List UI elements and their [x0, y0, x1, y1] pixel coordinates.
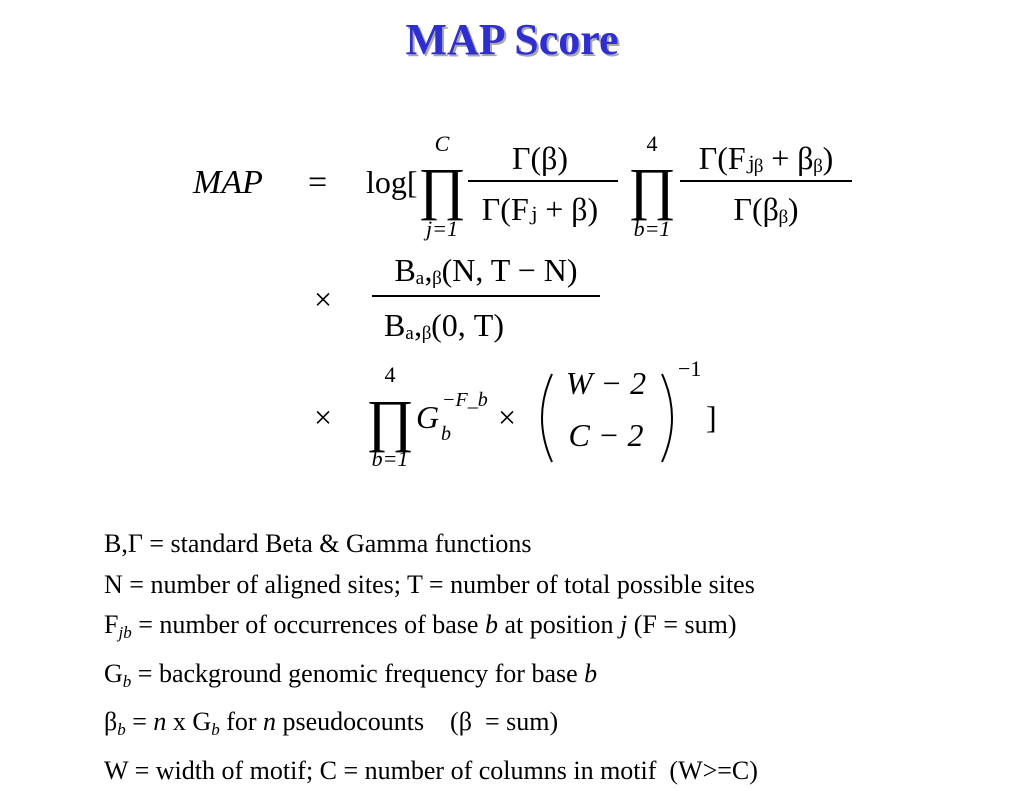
prod3-upper: 4: [385, 362, 396, 387]
slide: MAP Score MAP = log[ C ∏ j=1 Γ(β) Γ(Fⱼ +…: [0, 0, 1024, 768]
binom-bottom: C − 2: [569, 417, 644, 453]
definition-n-t: N = number of aligned sites; T = number …: [104, 565, 1004, 606]
eq-times-1: ×: [314, 281, 332, 317]
frac1-den: Γ(Fⱼ + β): [482, 191, 598, 227]
prod1-lower: j=1: [423, 216, 458, 241]
frac3-num: Bₐ,ᵦ(N, T − N): [394, 252, 577, 288]
g-symbol: G: [416, 399, 439, 435]
frac2-den: Γ(βᵦ): [733, 191, 798, 227]
binom-right-paren: [662, 374, 672, 462]
g-superscript: −F_b: [442, 389, 488, 411]
eq-times-2: ×: [314, 399, 332, 435]
definition-beta-b: βb = n x Gb for n pseudocounts (β = sum): [104, 702, 1004, 751]
eq-close-bracket: ]: [706, 399, 717, 435]
frac1-num: Γ(β): [512, 140, 568, 176]
definition-gb: Gb = background genomic frequency for ba…: [104, 654, 1004, 703]
prod3-symbol: ∏: [366, 388, 414, 453]
prod2-lower: b=1: [634, 216, 671, 241]
binom-exponent: −1: [678, 356, 701, 381]
binom-left-paren: [542, 374, 552, 462]
eq-lhs: MAP: [192, 164, 263, 201]
definition-fjb: Fjb = number of occurrences of base b at…: [104, 605, 1004, 654]
binom-top: W − 2: [566, 365, 646, 401]
prod1-symbol: ∏: [418, 156, 466, 221]
eq-times-3: ×: [498, 399, 516, 435]
frac3-den: Bₐ,ᵦ(0, T): [384, 307, 504, 343]
prod3-lower: b=1: [372, 446, 409, 471]
definitions-list: B,Γ = standard Beta & Gamma functions N …: [104, 524, 1004, 791]
prod1-upper: C: [435, 131, 450, 156]
eq-equals: =: [308, 164, 327, 201]
g-subscript: b: [441, 423, 451, 445]
map-equation: MAP = log[ C ∏ j=1 Γ(β) Γ(Fⱼ + β) 4 ∏ b=…: [0, 0, 1024, 500]
prod2-symbol: ∏: [628, 156, 676, 221]
eq-log-open: log[: [366, 164, 418, 200]
definition-beta-gamma: B,Γ = standard Beta & Gamma functions: [104, 524, 1004, 565]
frac2-num: Γ(Fⱼᵦ + βᵦ): [699, 140, 833, 176]
prod2-upper: 4: [647, 131, 658, 156]
definition-w-c: W = width of motif; C = number of column…: [104, 751, 1004, 791]
